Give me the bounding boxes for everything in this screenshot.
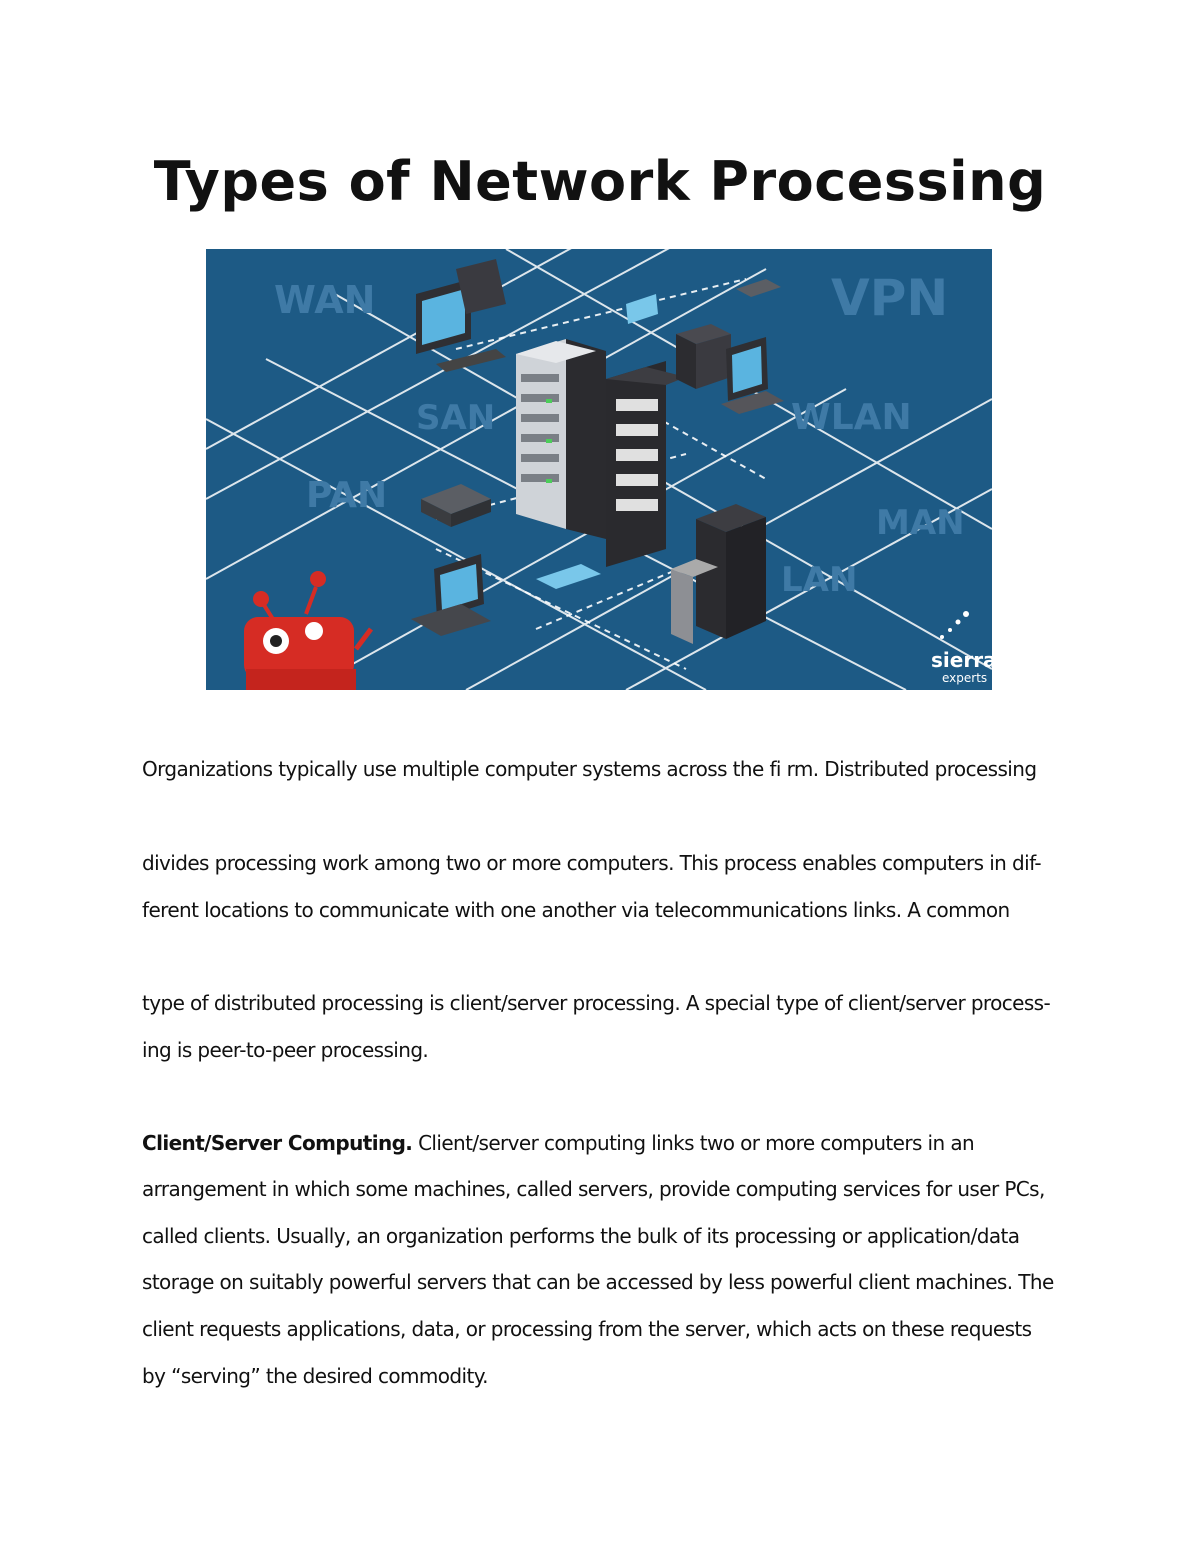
paragraph-2-line-1-text: Client/server computing links two or mor… — [412, 1131, 975, 1155]
sierra-experts-logo: sierra experts — [931, 611, 992, 685]
label-vpn: VPN — [831, 269, 948, 327]
switch-icon — [536, 279, 781, 589]
paragraph-1-line-3: ferent locations to communicate with one… — [142, 898, 1010, 922]
section-heading: Client/Server Computing. — [142, 1131, 413, 1155]
desktop-computer-icon — [416, 259, 506, 372]
label-pan: PAN — [306, 475, 387, 516]
label-man: MAN — [876, 503, 965, 543]
server-rack-icon — [516, 339, 686, 567]
workstation-icon — [676, 324, 784, 414]
page-title: Types of Network Processing — [153, 150, 1047, 213]
paragraph-1-line-5: ing is peer-to-peer processing. — [142, 1038, 429, 1062]
server-cluster-icon — [671, 504, 766, 644]
network-illustration: WAN VPN SAN WLAN PAN MAN LAN — [206, 249, 992, 690]
router-icon — [421, 484, 491, 527]
paragraph-2-line-5: client requests applications, data, or p… — [142, 1317, 1032, 1341]
svg-text:experts: experts — [942, 671, 987, 685]
robot-mascot-icon — [244, 571, 373, 690]
paragraph-2-line-2: arrangement in which some machines, call… — [142, 1177, 1045, 1201]
laptop-icon — [411, 554, 491, 636]
paragraph-2-line-1: Client/Server Computing. Client/server c… — [142, 1131, 975, 1155]
paragraph-2-line-6: by “serving” the desired commodity. — [142, 1364, 488, 1388]
svg-text:sierra: sierra — [931, 648, 992, 672]
label-wlan: WLAN — [791, 397, 912, 438]
paragraph-2-line-3: called clients. Usually, an organization… — [142, 1224, 1020, 1248]
label-wan: WAN — [274, 278, 375, 322]
paragraph-2-line-4: storage on suitably powerful servers tha… — [142, 1270, 1054, 1294]
label-san: SAN — [416, 398, 495, 438]
label-lan: LAN — [781, 560, 857, 600]
paragraph-1-line-4: type of distributed processing is client… — [142, 991, 1051, 1015]
paragraph-1-line-2: divides processing work among two or mor… — [142, 851, 1042, 875]
paragraph-1-line-1: Organizations typically use multiple com… — [142, 757, 1037, 781]
